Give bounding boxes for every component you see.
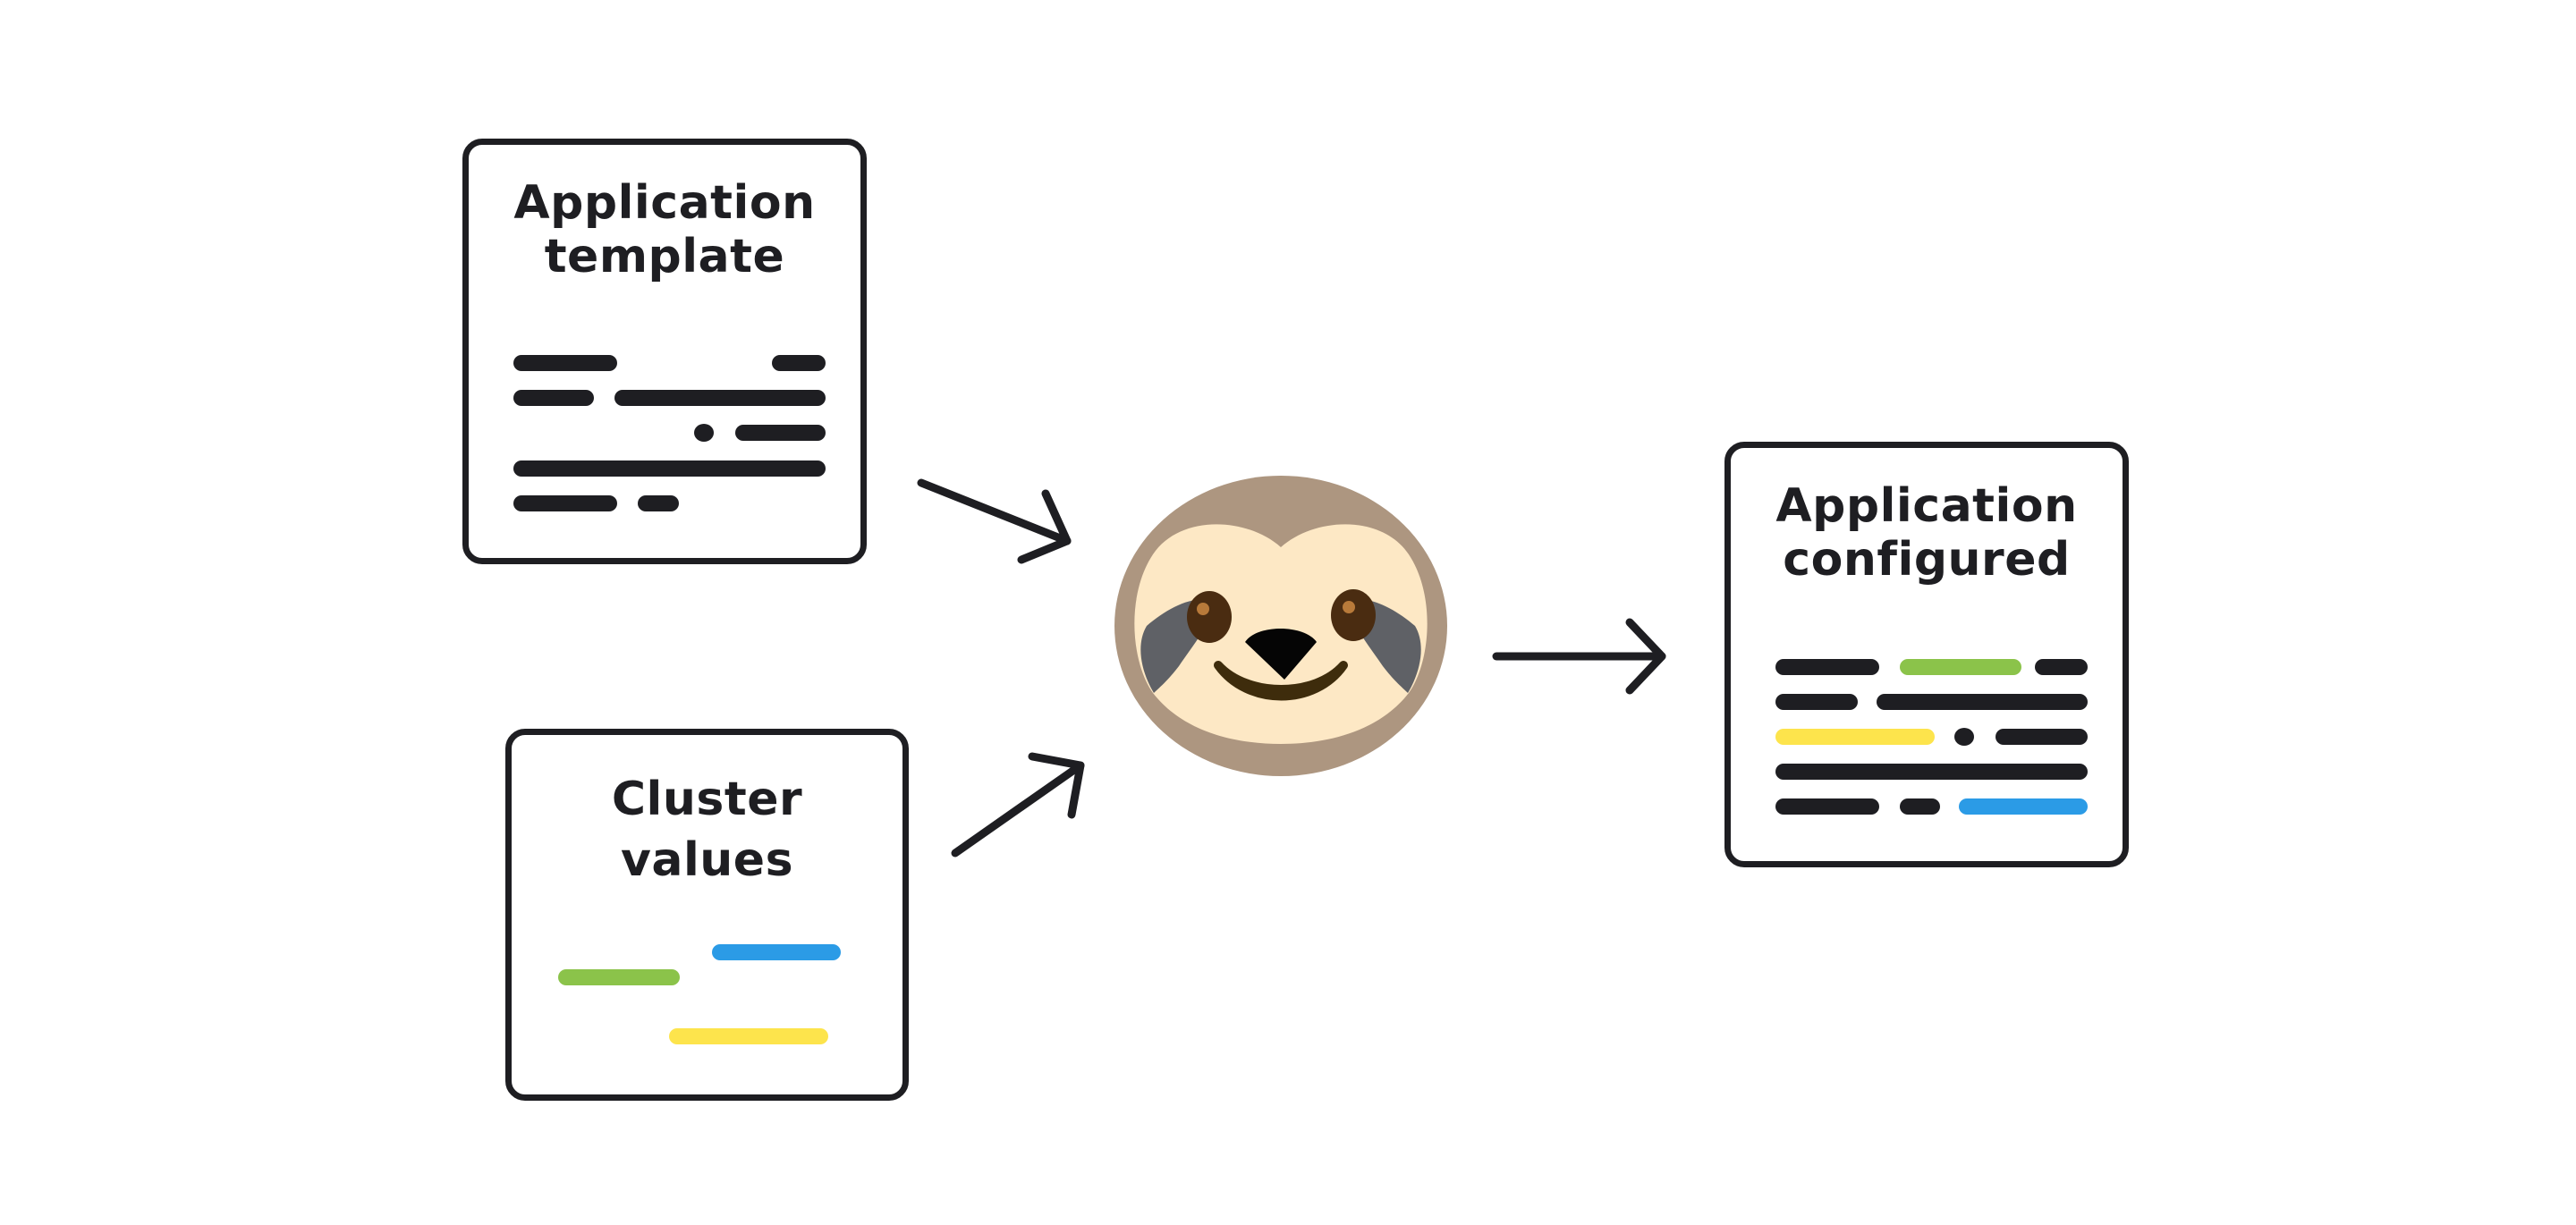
- arrow-shaft: [917, 478, 1072, 545]
- configured-line: [1877, 694, 2088, 710]
- sloth-eye-left: [1187, 591, 1232, 643]
- application-template-title-line2: template: [544, 230, 785, 283]
- arrow-head: [1017, 489, 1072, 564]
- cluster-values-card: Cluster values: [505, 729, 909, 1101]
- template-line: [772, 355, 826, 371]
- cluster-value-line-blue: [712, 944, 841, 960]
- application-template-title-line1: Application: [513, 176, 816, 230]
- arrow-head: [1028, 752, 1085, 819]
- cluster-value-line-yellow: [669, 1028, 828, 1044]
- sloth-nose: [1245, 629, 1317, 680]
- cluster-values-title-line1: Cluster: [611, 773, 803, 826]
- configured-line: [1996, 729, 2088, 745]
- configured-dot: [1954, 728, 1974, 746]
- sloth-eye-right-highlight: [1343, 601, 1355, 613]
- application-configured-title-line2: configured: [1783, 533, 2071, 587]
- application-configured-title-line1: Application: [1775, 479, 2078, 533]
- arrow-cluster-to-sloth: [951, 752, 1085, 858]
- arrow-shaft: [951, 761, 1085, 858]
- configured-line: [1775, 659, 1879, 675]
- configured-line-yellow: [1775, 729, 1935, 745]
- configured-line: [1775, 798, 1879, 815]
- application-configured-card: Application configured: [1724, 442, 2129, 867]
- cluster-values-title: Cluster values: [512, 766, 902, 887]
- template-line: [513, 390, 594, 406]
- template-line: [513, 355, 617, 371]
- template-line: [513, 495, 617, 511]
- application-configured-title: Application configured: [1731, 479, 2123, 587]
- template-line: [638, 495, 679, 511]
- application-template-title: Application template: [469, 176, 860, 283]
- configured-line: [2035, 659, 2088, 675]
- template-line: [735, 425, 826, 441]
- cluster-value-line-green: [558, 969, 680, 985]
- configured-line: [1900, 798, 1940, 815]
- template-line: [614, 390, 826, 406]
- arrow-template-to-sloth: [917, 478, 1072, 564]
- template-dot: [694, 424, 714, 442]
- configured-line-green: [1900, 659, 2021, 675]
- cluster-values-title-line2: values: [620, 833, 794, 887]
- sloth-eye-left-highlight: [1197, 603, 1209, 615]
- application-template-card: Application template: [462, 139, 867, 564]
- sloth-mouth: [1214, 661, 1348, 701]
- sloth-eye-right: [1331, 589, 1376, 641]
- arrow-head: [1625, 618, 1666, 695]
- arrow-sloth-to-configured: [1492, 618, 1666, 695]
- configured-line: [1775, 694, 1858, 710]
- configured-line-blue: [1959, 798, 2088, 815]
- template-line: [513, 460, 826, 477]
- configured-line: [1775, 764, 2088, 780]
